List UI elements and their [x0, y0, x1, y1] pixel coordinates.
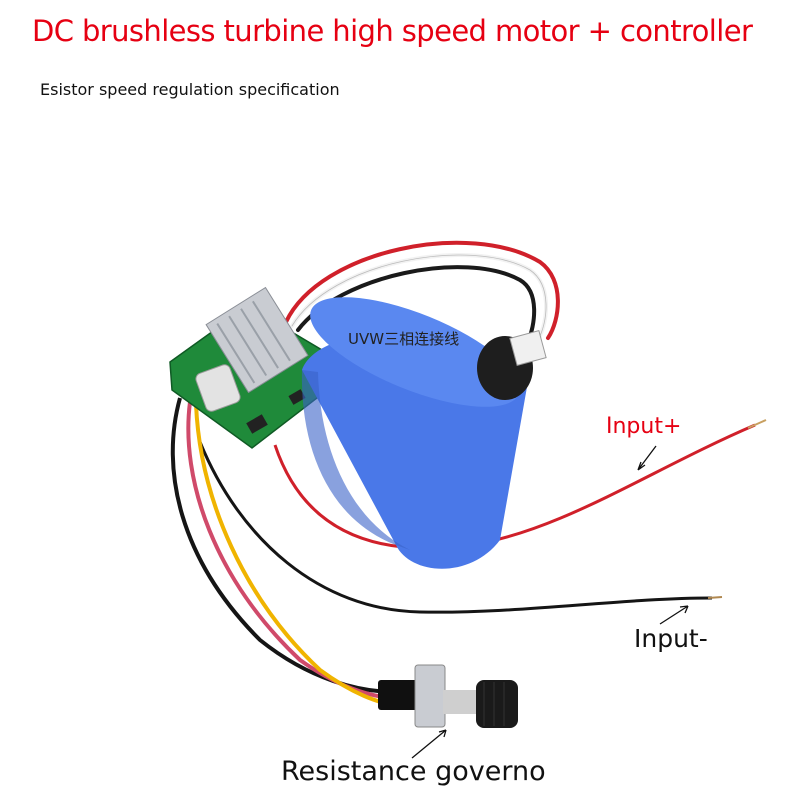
page-title: DC brushless turbine high speed motor + … — [32, 14, 753, 48]
arrow-input-minus — [659, 605, 689, 625]
input-minus-label: Input- — [634, 624, 708, 653]
motor — [301, 297, 547, 569]
uvw-wire-bundle — [284, 240, 560, 344]
potentiometer — [378, 664, 518, 728]
heatsink — [205, 286, 309, 394]
page-subtitle: Esistor speed regulation specification — [40, 80, 340, 99]
input-minus-tip — [707, 596, 723, 599]
arrow-resistance — [411, 729, 447, 759]
callout-arrows — [411, 445, 689, 759]
input-minus-wire — [198, 441, 713, 614]
capacitor — [195, 364, 241, 412]
arrow-input-plus — [637, 445, 657, 471]
potentiometer-leads — [170, 397, 401, 707]
potentiometer-knob — [476, 680, 518, 728]
input-plus-tip — [747, 419, 767, 429]
input-plus-label: Input+ — [606, 414, 682, 439]
uvw-label: UVW三相连接线 — [348, 330, 460, 348]
resistance-label: Resistance governo — [281, 756, 546, 787]
controller-board — [169, 286, 331, 449]
motor-connector — [509, 329, 547, 367]
